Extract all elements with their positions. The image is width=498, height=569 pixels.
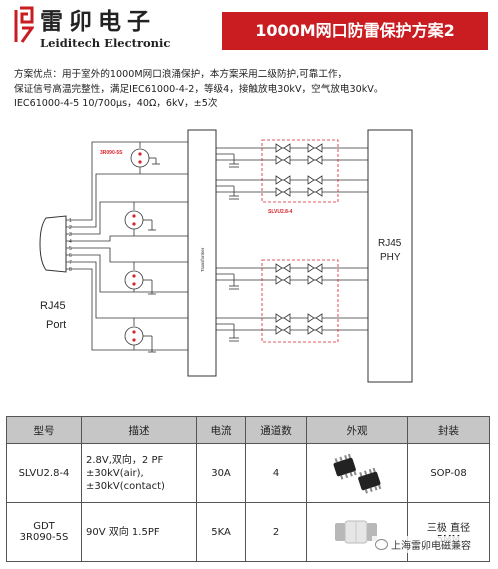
- table-header-cell: 外观: [306, 416, 408, 444]
- rj45-connector-shape: [39, 215, 67, 273]
- channels-cell: 4: [245, 443, 307, 503]
- transformer-label: Transformer: [200, 247, 205, 272]
- table-header-cell: 描述: [81, 416, 197, 444]
- rj45-pin-numbers: 1 2 3 4 5 6 7 8: [69, 218, 72, 273]
- phy-signal-lines: [216, 147, 368, 331]
- wechat-icon: [375, 539, 388, 550]
- description-cell: 90V 双向 1.5PF: [81, 502, 197, 562]
- pin-label: 6: [69, 253, 72, 259]
- description-line: IEC61000-4-5 10/700μs，40Ω，6kV，±5次: [14, 98, 218, 109]
- package-cell: SOP-08: [407, 443, 490, 503]
- tvs-label: SLVU2.8-4: [268, 209, 293, 215]
- table-header-cell: 封装: [407, 416, 490, 444]
- model-cell: GDT 3R090-5S: [6, 502, 82, 562]
- gdt-arrester: [124, 318, 156, 353]
- pin-label: 3: [69, 232, 72, 238]
- solution-description: 方案优点：用于室外的1000M网口浪涌保护，本方案采用二级防护,可靠工作， 保证…: [14, 68, 490, 112]
- gdt-arrester: [124, 202, 156, 236]
- phy-block: [367, 129, 413, 383]
- table-header-cell: 通道数: [245, 416, 307, 444]
- gdt-arrester: [130, 142, 160, 174]
- rj45-port-label-1: RJ45: [40, 300, 66, 312]
- watermark: 上海雷卯电磁兼容: [372, 536, 474, 553]
- logo-icon: [14, 6, 34, 43]
- table-header-row: 型号 描述 电流 通道数 外观 封装: [6, 416, 490, 444]
- center-tap-caps: [216, 153, 239, 342]
- appearance-cell: [306, 502, 408, 562]
- description-line: 方案优点：用于室外的1000M网口浪涌保护，本方案采用二级防护,可靠工作，: [14, 69, 348, 80]
- circuit-diagram: 1 2 3 4 5 6 7 8 RJ45 Port 3R090-5S: [39, 129, 413, 383]
- sop8-chip-image: [333, 453, 382, 494]
- table-header-cell: 型号: [6, 416, 82, 444]
- pin-label: 4: [69, 239, 72, 245]
- current-cell: 5KA: [196, 502, 246, 562]
- tvs-array-lower: [261, 259, 339, 343]
- appearance-cell: [306, 443, 408, 503]
- pin-label: 1: [69, 218, 72, 224]
- pin-label: 7: [69, 260, 72, 266]
- table-header-cell: 电流: [196, 416, 246, 444]
- transformer-block: [187, 129, 217, 377]
- brand-name-cn: 雷卯电子: [40, 8, 156, 35]
- gdt-arresters: [124, 142, 160, 353]
- current-cell: 30A: [196, 443, 246, 503]
- description-line: ±30kV(contact): [86, 480, 165, 492]
- model-cell: SLVU2.8-4: [6, 443, 82, 503]
- description-line: ±30kV(air),: [86, 467, 144, 479]
- tvs-array-upper: [261, 139, 339, 203]
- description-cell: 2.8V,双向，2 PF ±30kV(air), ±30kV(contact): [81, 443, 197, 503]
- pin-label: 2: [69, 225, 72, 231]
- rj45-port-label-2: Port: [46, 319, 66, 331]
- phy-label-1: RJ45: [378, 238, 402, 249]
- phy-label-2: PHY: [380, 252, 401, 263]
- header: 雷卯电子 Leiditech Electronic 1000M网口防雷保护方案2: [0, 0, 498, 56]
- gdt-component-image: [335, 520, 377, 543]
- model-line: 3R090-5S: [19, 532, 69, 543]
- pin-label: 8: [69, 267, 72, 273]
- watermark-text: 上海雷卯电磁兼容: [391, 541, 471, 552]
- package-line: 三极 直径: [426, 523, 471, 534]
- pair-wires: [66, 141, 188, 351]
- gdt-label: 3R090-5S: [100, 150, 123, 156]
- table-row: SLVU2.8-4 2.8V,双向，2 PF ±30kV(air), ±30kV…: [6, 443, 490, 503]
- pin-label: 5: [69, 246, 72, 252]
- model-line: GDT: [33, 521, 55, 532]
- description-line: 2.8V,双向，2 PF: [86, 454, 164, 466]
- description-line: 保证信号高温完整性，满足IEC61000-4-2，等级4，接触放电30kV，空气…: [14, 83, 384, 95]
- solution-title-banner: 1000M网口防雷保护方案2: [222, 12, 488, 50]
- brand-name-en: Leiditech Electronic: [40, 36, 171, 50]
- gdt-arrester: [124, 262, 156, 295]
- channels-cell: 2: [245, 502, 307, 562]
